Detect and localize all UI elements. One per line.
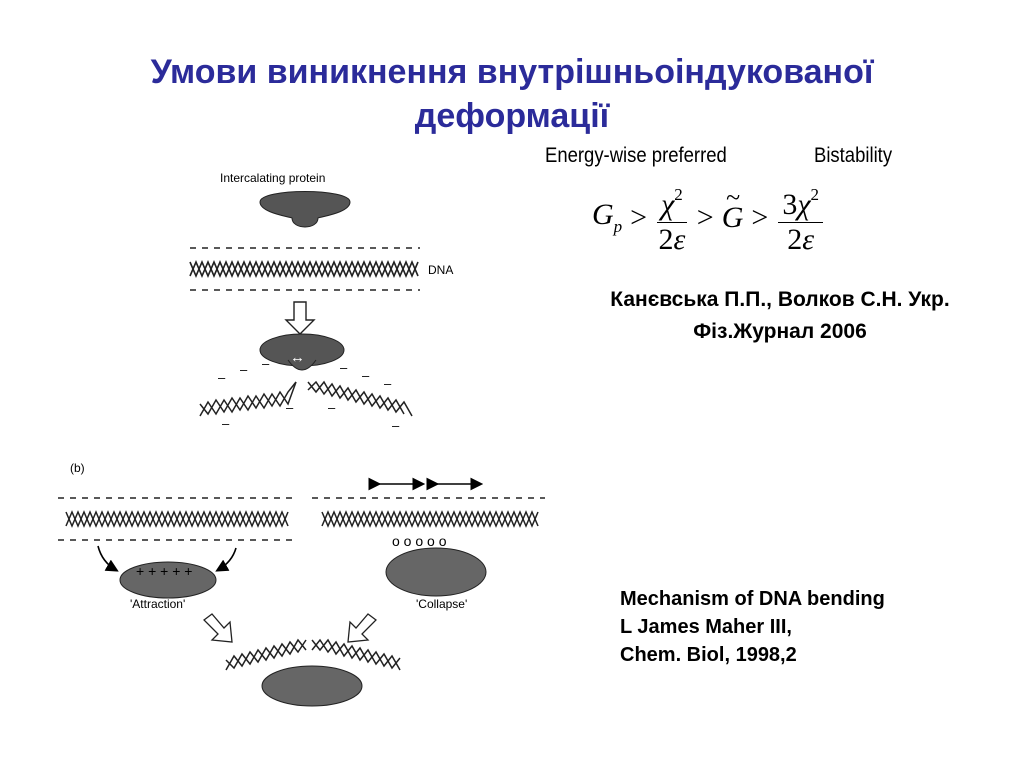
dna-straight-top (189, 247, 420, 291)
dna-bent-bottom (225, 638, 401, 671)
bistability-label: Bistability (814, 144, 893, 167)
ukrainian-reference: Канєвська П.П., Волков С.Н. Укр. Фіз.Жур… (610, 288, 950, 343)
dna-bending-diagram: Intercalating protein DNA ↔ – – – – – – … (58, 171, 545, 707)
fraction-chi2-over-2eps: χ2 2ε (657, 178, 687, 257)
dna-straight-left (58, 497, 295, 541)
g-tilde-term: G (722, 183, 744, 235)
slide-title: Умови виникнення внутрішньоіндукованої д… (150, 53, 874, 135)
down-arrow-right (347, 613, 377, 643)
minus-charge: – (222, 416, 230, 431)
down-arrow-1 (284, 301, 316, 335)
inequality-formula: Gp > χ2 2ε > G > 3χ2 2ε (592, 178, 825, 257)
fraction-3chi2-over-2eps: 3χ2 2ε (778, 178, 824, 257)
english-reference: Mechanism of DNA bending L James Maher I… (620, 588, 885, 666)
dna-label: DNA (428, 263, 453, 277)
panel-b-label: (b) (70, 461, 85, 475)
gp-term: Gp (592, 198, 623, 236)
intercalation-wedge (287, 359, 317, 371)
attraction-label: 'Attraction' (130, 597, 185, 611)
minus-charge: – (286, 400, 294, 415)
dna-bent-top (199, 380, 413, 417)
protein-shape-top (259, 191, 351, 228)
protein-collapse (385, 547, 487, 597)
protein-attraction (119, 561, 217, 599)
minus-charge: – (218, 370, 226, 385)
gt-sign: > (630, 200, 648, 234)
down-arrow-left (203, 613, 233, 643)
energy-preferred-label: Energy-wise preferred (545, 144, 727, 167)
minus-charge: – (328, 400, 336, 415)
protein-label: Intercalating protein (220, 171, 325, 185)
gt-sign: > (696, 200, 714, 234)
dna-straight-right (312, 497, 545, 528)
minus-charge: – (362, 368, 370, 383)
minus-charge: – (240, 362, 248, 377)
neutral-charges-row: o o o o o (392, 533, 447, 549)
protein-bottom (261, 665, 363, 707)
curved-arrow-left (97, 545, 119, 572)
minus-charge: – (262, 356, 270, 371)
minus-charge: – (392, 418, 400, 433)
gt-sign: > (751, 200, 769, 234)
collapse-label: 'Collapse' (416, 597, 467, 611)
minus-charge: – (340, 360, 348, 375)
curved-arrow-right (215, 547, 237, 572)
positive-charges-row: + + + + + (136, 563, 192, 579)
stretch-arrow-symbol: ↔ (290, 349, 305, 366)
minus-charge: – (384, 376, 392, 391)
